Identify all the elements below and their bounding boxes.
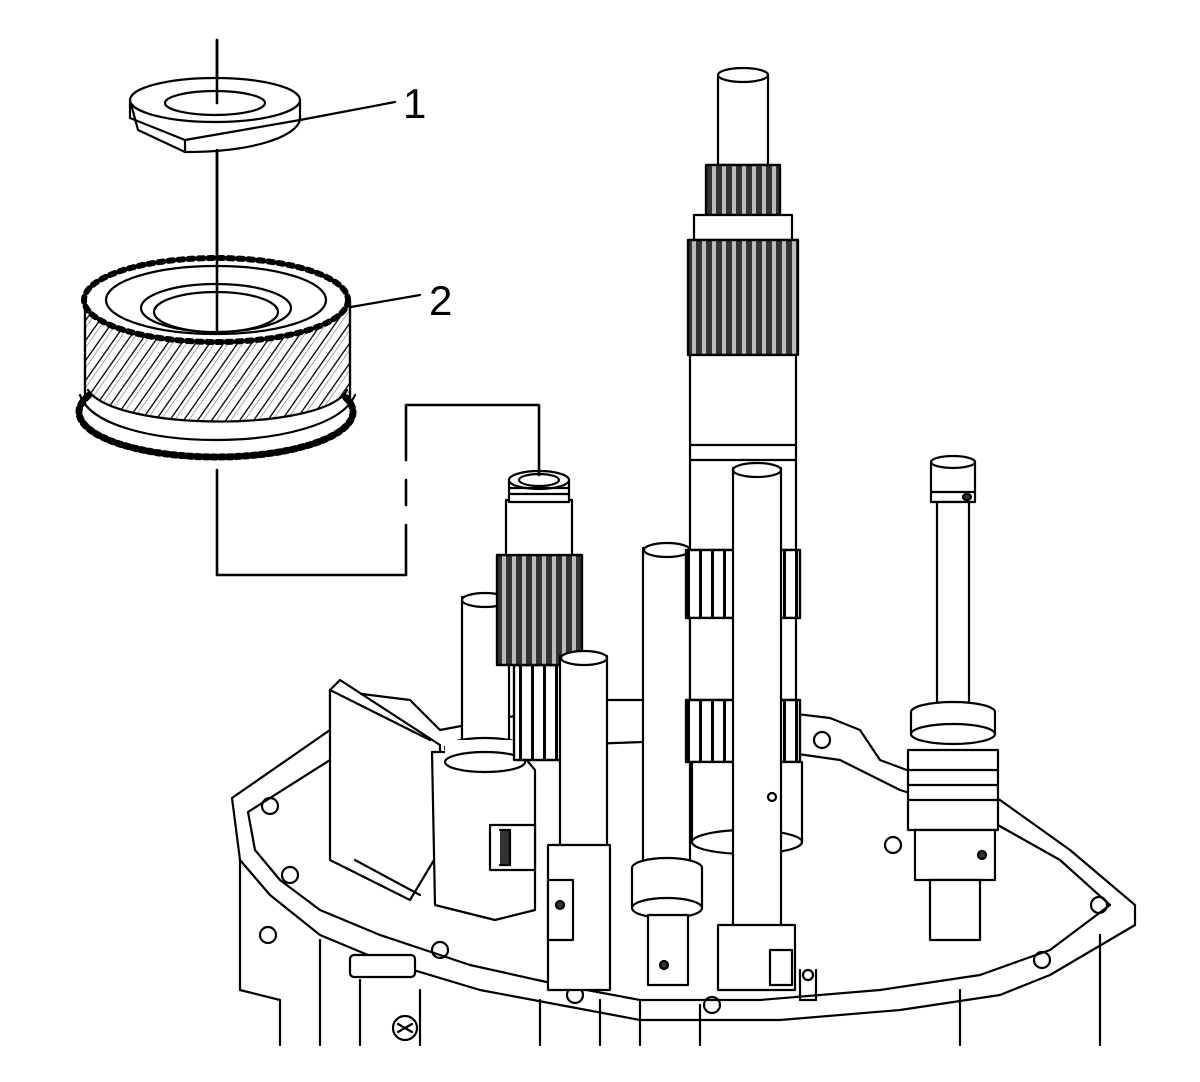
helical-gear-part-2 bbox=[75, 148, 357, 461]
callout-label-1: 1 bbox=[403, 80, 427, 127]
shift-fork-block-left bbox=[430, 750, 537, 922]
shift-rail-3 bbox=[630, 541, 704, 987]
shift-fork-plate bbox=[328, 678, 442, 902]
thrust-washer-part-1 bbox=[128, 38, 302, 154]
shift-rail-2 bbox=[546, 649, 612, 992]
shift-rail-4 bbox=[716, 461, 797, 992]
shift-shaft-right bbox=[906, 454, 1000, 942]
callout-label-2: 2 bbox=[429, 277, 453, 324]
